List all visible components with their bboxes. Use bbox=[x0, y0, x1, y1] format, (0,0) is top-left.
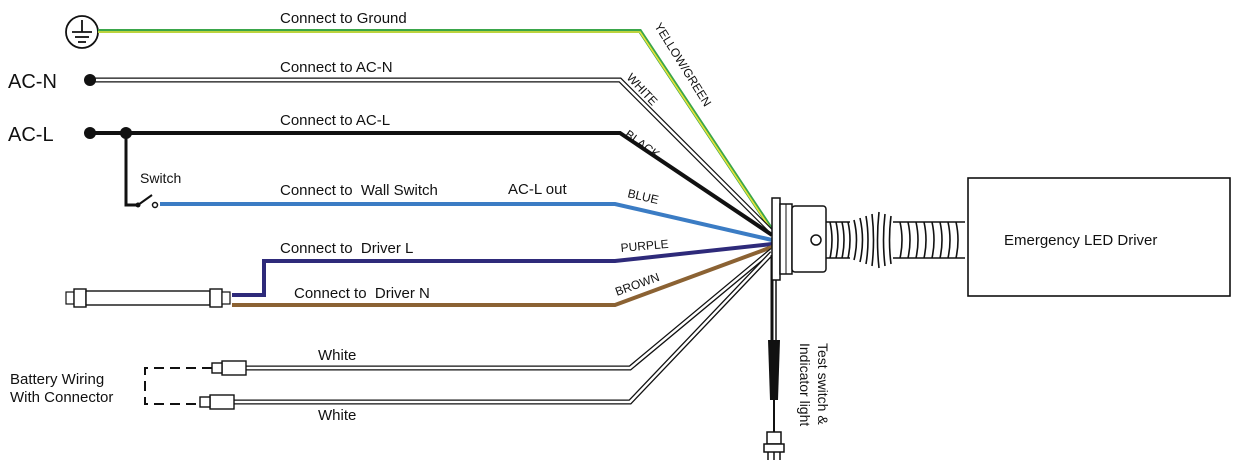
wire-color-black: BLACK bbox=[622, 127, 662, 161]
test-switch-cable bbox=[763, 255, 785, 460]
driver-l-connection-label: Connect to Driver L bbox=[280, 240, 413, 257]
ground-connection-label: Connect to Ground bbox=[280, 10, 407, 27]
led-tube bbox=[65, 288, 231, 308]
driver-n-connection-label: Connect to Driver N bbox=[294, 285, 430, 302]
battery-label-line1: Battery Wiring bbox=[10, 371, 104, 388]
test-switch-label-line2: Indicator light bbox=[797, 343, 813, 426]
battery-wire-1-label: White bbox=[318, 347, 356, 364]
ac-l-connection-label: Connect to AC-L bbox=[280, 112, 390, 129]
ac-n-wire bbox=[84, 74, 774, 234]
blue-wire bbox=[160, 202, 773, 242]
switch-label: Switch bbox=[140, 170, 181, 186]
wire-color-brown: BROWN bbox=[613, 270, 661, 299]
wire-color-blue: BLUE bbox=[626, 186, 660, 207]
brown-wire bbox=[232, 245, 773, 307]
wall-switch-connection-label: Connect to Wall Switch bbox=[280, 182, 438, 199]
ac-n-connection-label: Connect to AC-N bbox=[280, 59, 393, 76]
wire-color-purple: PURPLE bbox=[620, 237, 669, 255]
ac-l-out-label: AC-L out bbox=[508, 181, 567, 198]
driver-box bbox=[967, 177, 1231, 297]
terminal-label-ac-l: AC-L bbox=[8, 124, 54, 146]
flexible-conduit bbox=[826, 211, 965, 269]
terminal-label-ac-n: AC-N bbox=[8, 71, 57, 93]
ground-wire bbox=[98, 29, 774, 232]
driver-box-label: Emergency LED Driver bbox=[1004, 232, 1157, 249]
battery-wire-1 bbox=[211, 248, 774, 376]
cable-gland bbox=[771, 197, 827, 281]
wall-switch bbox=[124, 133, 159, 209]
test-switch-label-line1: Test switch & bbox=[815, 343, 831, 425]
purple-wire bbox=[232, 242, 773, 297]
ground-symbol-icon bbox=[65, 15, 99, 49]
battery-label-line2: With Connector bbox=[10, 389, 113, 406]
battery-connector-bracket bbox=[144, 367, 212, 405]
ac-l-wire bbox=[84, 127, 774, 237]
battery-wire-2-label: White bbox=[318, 407, 356, 424]
battery-wire-2 bbox=[199, 251, 774, 410]
